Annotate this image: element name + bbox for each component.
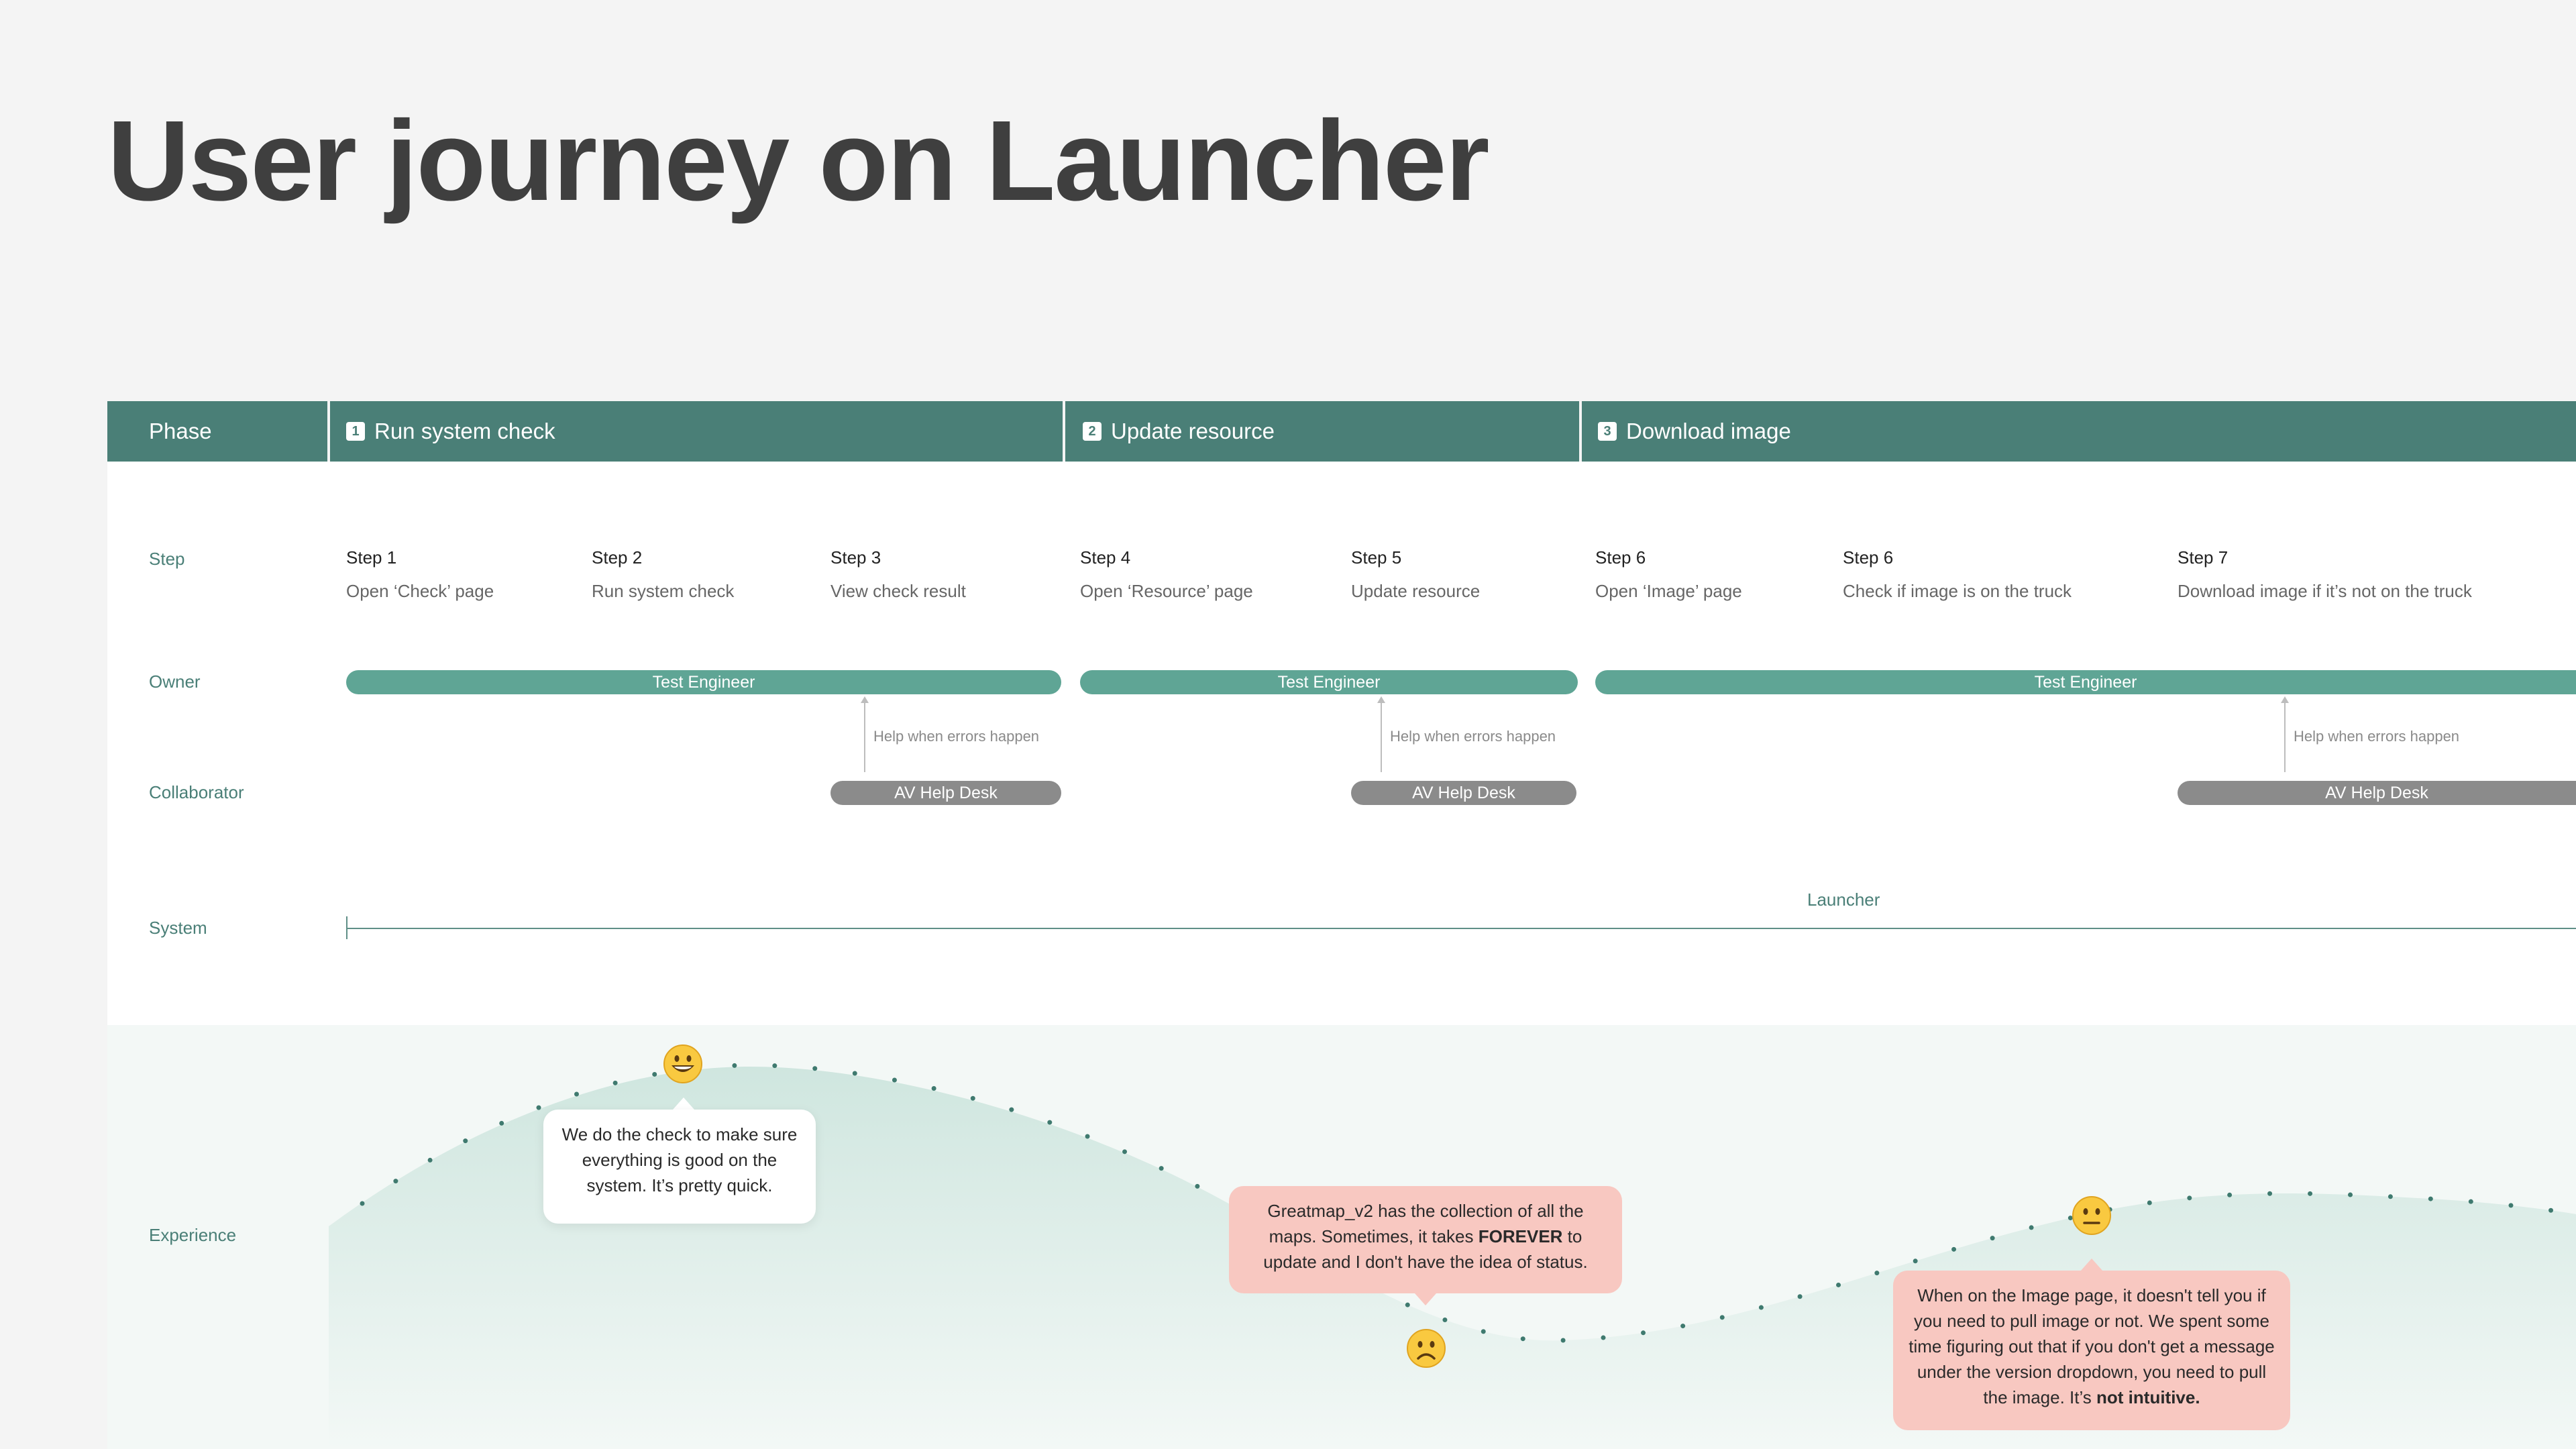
collaborator-bar: AV Help Desk <box>2178 781 2576 805</box>
step-number: Step 3 <box>830 547 881 568</box>
phase-number-badge: 2 <box>1083 422 1102 441</box>
help-connector <box>864 701 865 772</box>
step-description: Check if image is on the truck <box>1843 581 2072 601</box>
step-description: Open ‘Image’ page <box>1595 581 1742 601</box>
collaborator-bar: AV Help Desk <box>830 781 1061 805</box>
phase-name: Download image <box>1626 419 1791 443</box>
arrow-up-icon <box>1377 696 1385 703</box>
phase-3: 3 Download image <box>1598 401 2537 462</box>
bubble-tail <box>1415 1293 1436 1305</box>
journey-board: Phase 1 Run system check 2 Update resour… <box>107 401 2576 1449</box>
step-number: Step 4 <box>1080 547 1131 568</box>
help-connector <box>2284 701 2286 772</box>
help-note: Help when errors happen <box>2294 728 2460 745</box>
step-description: Update resource <box>1351 581 1481 601</box>
step-description: Run system check <box>592 581 735 601</box>
phase-1: 1 Run system check <box>346 401 1165 462</box>
step-number: Step 6 <box>1843 547 1894 568</box>
help-note: Help when errors happen <box>1390 728 1556 745</box>
neutral-face-icon <box>2072 1196 2111 1235</box>
owner-bar: Test Engineer <box>346 670 1061 694</box>
arrow-up-icon <box>861 696 869 703</box>
phase-number-badge: 1 <box>346 422 365 441</box>
quote-bubble: We do the check to make sure everything … <box>543 1110 816 1224</box>
system-line <box>346 928 2576 929</box>
sad-face-icon <box>1407 1329 1446 1368</box>
phase-name: Run system check <box>374 419 555 443</box>
phase-2: 2 Update resource <box>1083 401 1593 462</box>
step-number: Step 7 <box>2178 547 2229 568</box>
step-description: Download image if it’s not on the truck <box>2178 581 2472 601</box>
pain-point-bubble: When on the Image page, it doesn't tell … <box>1893 1271 2290 1430</box>
help-note: Help when errors happen <box>873 728 1040 745</box>
quote-text: We do the check to make sure everything … <box>561 1124 798 1195</box>
arrow-up-icon <box>2281 696 2289 703</box>
phase-divider <box>327 401 330 462</box>
phase-number-badge: 3 <box>1598 422 1617 441</box>
quote-text: Greatmap_v2 has the collection of all th… <box>1267 1201 1584 1246</box>
quote-emphasis: FOREVER <box>1478 1226 1563 1246</box>
collaborator-bar: AV Help Desk <box>1351 781 1576 805</box>
phase-name: Update resource <box>1111 419 1275 443</box>
quote-text: When on the Image page, it doesn't tell … <box>1909 1285 2275 1407</box>
step-number: Step 2 <box>592 547 643 568</box>
owner-bar: Test Engineer <box>1080 670 1578 694</box>
owner-bar: Test Engineer <box>1595 670 2576 694</box>
help-connector <box>1381 701 1382 772</box>
pain-point-bubble: Greatmap_v2 has the collection of all th… <box>1229 1186 1622 1293</box>
step-description: Open ‘Check’ page <box>346 581 494 601</box>
bubble-tail <box>2081 1258 2102 1271</box>
system-name: Launcher <box>1807 890 1880 910</box>
phase-divider <box>1579 401 1582 462</box>
row-label-experience: Experience <box>149 1225 237 1245</box>
row-label-collaborator: Collaborator <box>149 782 244 802</box>
row-label-owner: Owner <box>149 672 201 692</box>
phase-divider <box>1063 401 1065 462</box>
quote-emphasis: not intuitive. <box>2096 1387 2200 1407</box>
happy-face-icon <box>663 1044 702 1083</box>
row-label-system: System <box>149 918 207 938</box>
step-number: Step 6 <box>1595 547 1646 568</box>
step-description: View check result <box>830 581 966 601</box>
page-title: User journey on Launcher <box>107 97 1490 225</box>
step-number: Step 1 <box>346 547 397 568</box>
quote-text: to update and I don't have the idea of s… <box>1263 1226 1588 1272</box>
phase-label: Phase <box>149 419 212 443</box>
step-description: Open ‘Resource’ page <box>1080 581 1253 601</box>
bubble-tail <box>673 1097 694 1110</box>
step-number: Step 5 <box>1351 547 1402 568</box>
row-label-step: Step <box>149 549 185 569</box>
phase-header: Phase 1 Run system check 2 Update resour… <box>107 401 2576 462</box>
